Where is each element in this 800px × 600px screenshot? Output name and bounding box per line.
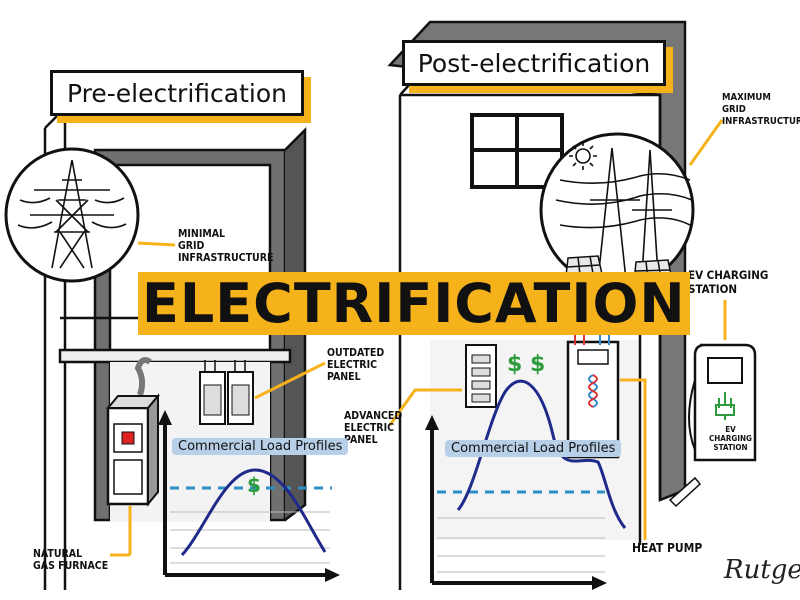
ev-device-label: EV Charging Station — [709, 425, 752, 452]
post-grid-circle — [539, 132, 695, 288]
pre-load-chart — [158, 410, 340, 582]
pre-load-profile-label: Commercial Load Profiles — [172, 438, 349, 455]
post-load-curve — [456, 379, 627, 529]
post-load-profile-label: Commercial Load Profiles — [445, 440, 622, 457]
post-title: Post-electrification — [402, 40, 666, 86]
gas-furnace — [105, 357, 161, 507]
advanced-electric-panel — [465, 344, 497, 408]
post-grid-label: Maximum Grid Infrastructure — [722, 92, 800, 127]
ev-charger — [688, 300, 757, 462]
doorstop-icon — [668, 476, 702, 508]
pre-grid-label: Minimal Grid Infrastructure — [178, 228, 274, 264]
furnace-label: Natural Gas Furnace — [33, 548, 109, 572]
pre-title: Pre-electrification — [50, 70, 304, 116]
post-panel-label: Advanced Electric Panel — [344, 410, 403, 446]
post-cost-marker: $ $ — [507, 352, 546, 377]
post-grid-connector — [688, 119, 724, 166]
pre-cost-marker: $ — [247, 473, 261, 497]
pre-panel-label: Outdated Electric Panel — [327, 347, 385, 383]
ev-label: EV Charging Station — [688, 268, 769, 296]
main-title: ELECTRIFICATION — [138, 272, 690, 336]
heat-pump-label: Heat Pump — [632, 541, 703, 555]
pre-load-curve — [180, 468, 327, 557]
outdated-electric-panel — [199, 360, 254, 425]
artist-signature: Rutger — [724, 555, 800, 585]
post-load-chart — [425, 379, 627, 590]
post-panel-connector — [388, 388, 462, 426]
heat-pump — [566, 325, 620, 459]
pre-grid-circle — [4, 147, 140, 283]
pre-panel-connector — [254, 361, 326, 400]
main-title-text: ELECTRIFICATION — [138, 272, 690, 335]
heat-pump-connector — [620, 378, 647, 540]
pre-grid-connector — [137, 241, 176, 247]
